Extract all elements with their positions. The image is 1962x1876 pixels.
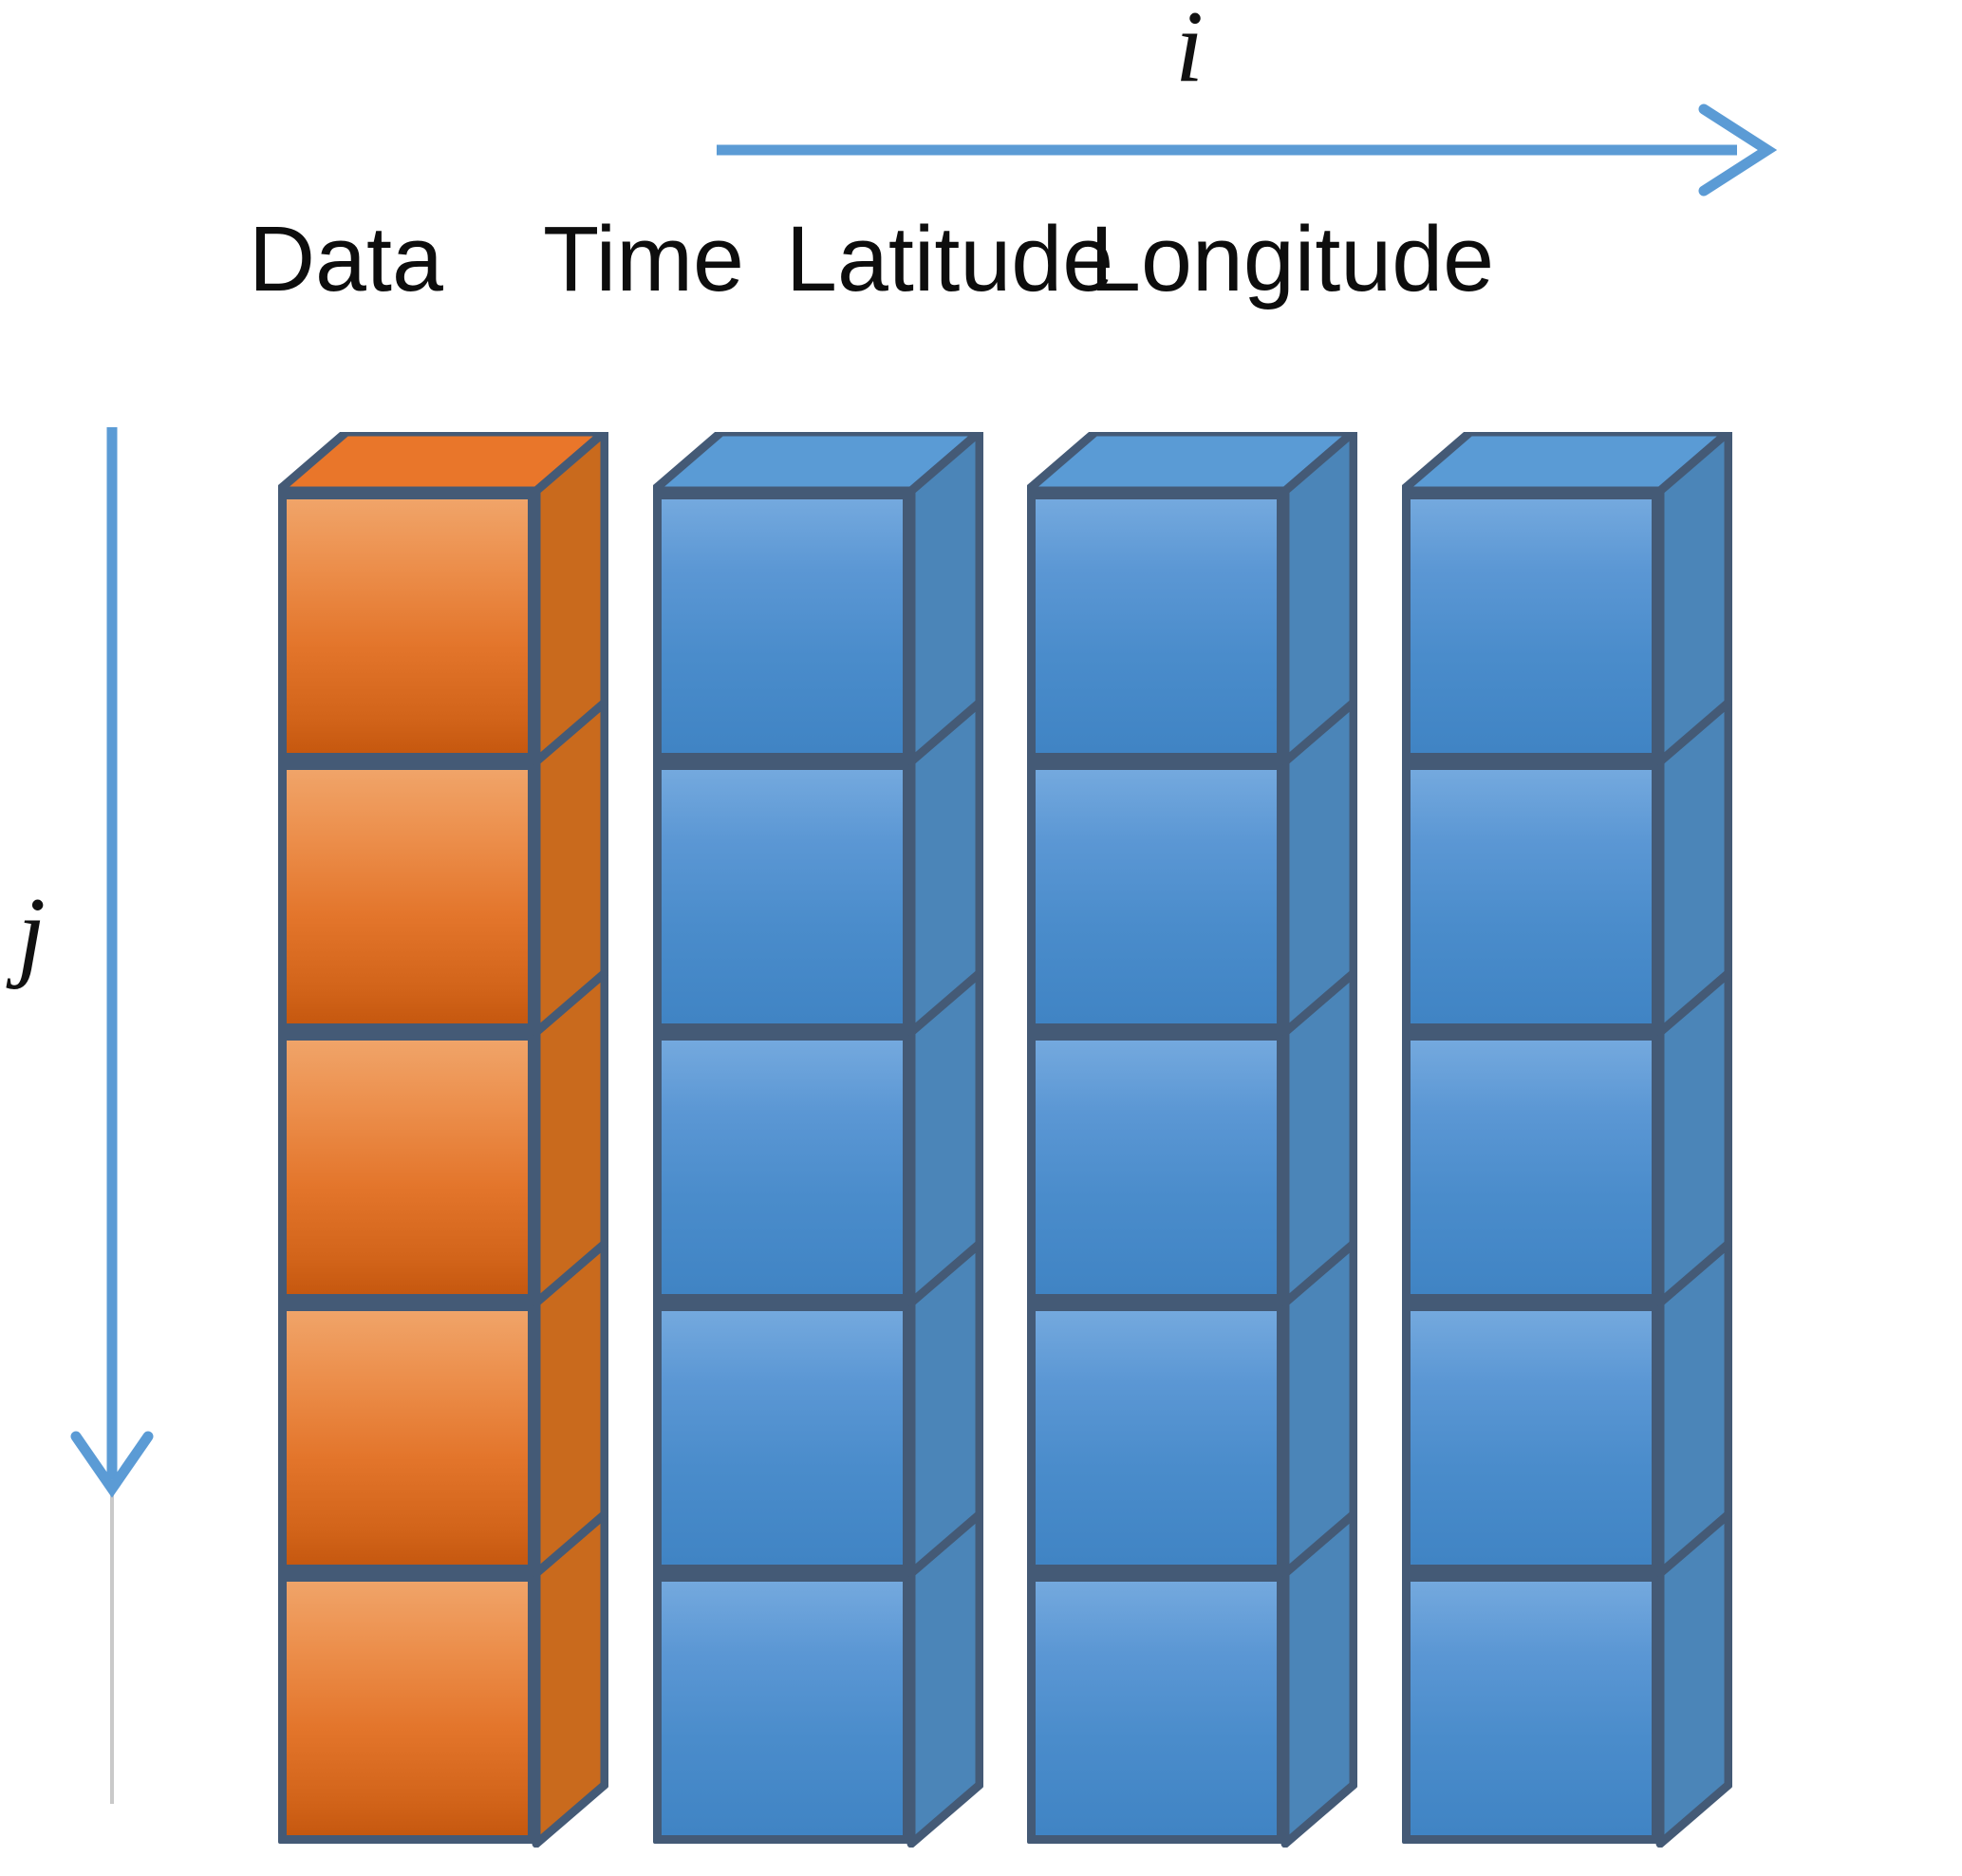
cube-front-face [1402,491,1660,761]
cube [1402,432,1732,765]
column-header-data: Data [249,207,443,310]
cube-front-face [653,761,911,1032]
cube-side-face [1280,432,1357,765]
cube [1027,432,1357,765]
cube-3d-faces [1402,432,1732,765]
cube-side-face [532,432,608,765]
cube-front-face [1027,1032,1285,1303]
cube-3d-faces [653,432,983,765]
cube-front-face [278,491,536,761]
column-header-longitude: Longitude [1090,207,1495,310]
cube-stack-time [653,432,983,1848]
cube-front-face [1402,1573,1660,1844]
column-header-time: Time [543,207,744,310]
cube-front-face [1027,761,1285,1032]
cube-stack-data [278,432,608,1848]
cube [1027,703,1357,1036]
axis-label-j: j [17,877,47,990]
cube-front-face [1027,491,1285,761]
cube-front-face [1027,1303,1285,1573]
cube [1402,703,1732,1036]
cube-front-face [278,1303,536,1573]
cube-3d-faces [1027,432,1357,765]
cube-front-face [1402,761,1660,1032]
j-axis-arrow [70,427,154,1804]
cube-front-face [278,761,536,1032]
cube-front-face [278,1032,536,1303]
cube-front-face [653,1303,911,1573]
cube-front-face [278,1573,536,1844]
axis-label-i: i [1175,0,1205,103]
cube-front-face [653,1573,911,1844]
cube-stack-latitude [1027,432,1357,1848]
cube-3d-faces [278,432,608,765]
cube-front-face [653,491,911,761]
cube-front-face [653,1032,911,1303]
cube-front-face [1402,1303,1660,1573]
column-header-latitude: Latitude [786,207,1114,310]
cube-front-face [1402,1032,1660,1303]
i-arrow-head-icon [1698,103,1778,197]
cube-side-face [1655,432,1732,765]
i-axis-arrow [717,103,1778,197]
cube-side-face [906,432,983,765]
cube [1027,1244,1357,1577]
cube [653,432,983,765]
cube-front-face [1027,1573,1285,1844]
j-arrow-head-icon [70,1431,154,1498]
cube-stack-longitude [1402,432,1732,1848]
cube [278,432,608,765]
